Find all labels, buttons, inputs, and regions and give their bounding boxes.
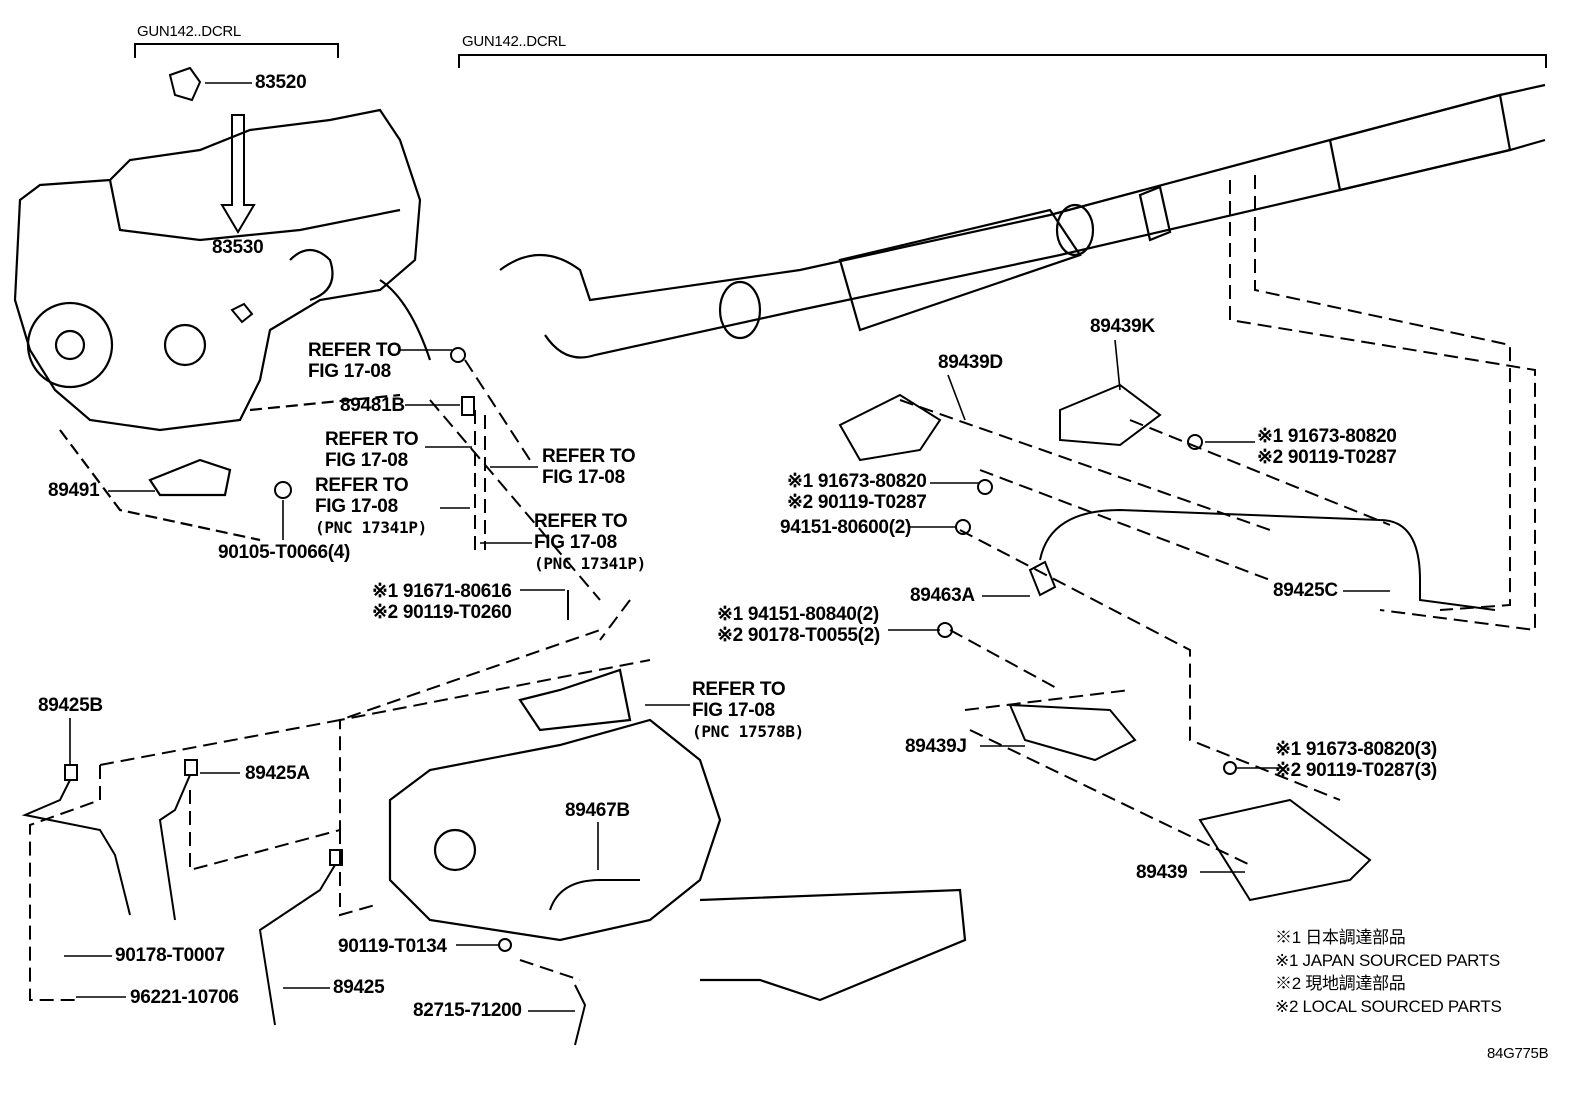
fig-text: FIG 17-08: [315, 496, 398, 517]
nut-94151-80600: [955, 519, 971, 535]
bracket-89439K: [1059, 383, 1162, 447]
label-90119-T0287-3: ※2 90119-T0287(3): [1275, 760, 1437, 781]
label-90105-T0066[interactable]: 90105-T0066(4): [218, 542, 351, 563]
left-model-header: GUN142..DCRL: [137, 23, 241, 40]
label-82715-71200[interactable]: 82715-71200: [413, 1000, 522, 1021]
sensor-89425B: [21, 764, 131, 916]
figure-id: 84G775B: [1487, 1045, 1549, 1062]
bolt-90119-T0134: [498, 938, 512, 952]
label-89439K[interactable]: 89439K: [1090, 316, 1155, 337]
fig-text: FIG 17-08: [692, 700, 775, 721]
label-89491[interactable]: 89491: [48, 480, 100, 501]
label-nut-group[interactable]: ※1 94151-80840(2)※2 90178-T0055(2): [717, 604, 880, 646]
pnc-text: (PNC 17578B): [692, 722, 804, 741]
bracket-89439D: [838, 393, 942, 462]
sensor-89467B: [549, 879, 640, 911]
label-96221-10706[interactable]: 96221-10706: [130, 987, 239, 1008]
part-82715-71200: [574, 984, 587, 1046]
label-89439J[interactable]: 89439J: [905, 736, 967, 757]
lower-engine-drawing: [388, 668, 967, 1002]
refer-to-text: REFER TO: [325, 429, 419, 450]
legend-item: ※1 日本調達部品: [1275, 928, 1406, 947]
left-model-bracket: [134, 43, 339, 58]
fig-text: FIG 17-08: [534, 532, 617, 553]
refer-to-text: REFER TO: [542, 446, 636, 467]
label-89467B[interactable]: 89467B: [565, 800, 630, 821]
label-89425A[interactable]: 89425A: [245, 763, 310, 784]
bracket-89439: [1198, 798, 1372, 902]
bolt-3: [1223, 761, 1237, 775]
label-90119-T0287: ※2 90119-T0287: [787, 492, 927, 513]
part-83520: [168, 66, 202, 102]
leader-lines: [64, 82, 1390, 1012]
bolt-refer-1: [450, 347, 466, 363]
label-90178-T0007[interactable]: 90178-T0007: [115, 945, 225, 966]
refer-to-text: REFER TO: [534, 511, 628, 532]
label-89439D[interactable]: 89439D: [938, 352, 1003, 373]
harness-89425C: [1039, 508, 1496, 611]
label-94151-80600[interactable]: 94151-80600(2): [780, 517, 912, 538]
label-bolt-d-group[interactable]: ※1 91673-80820※2 90119-T0287: [787, 471, 927, 513]
label-91671-80616: ※1 91671-80616: [372, 581, 512, 602]
label-91673-80820: ※1 91673-80820: [787, 471, 927, 492]
bolt-k: [1187, 434, 1203, 450]
part-89463A: [1028, 560, 1057, 597]
pnc-text: (PNC 17341P): [534, 554, 646, 573]
label-90119-T0260: ※2 90119-T0260: [372, 602, 512, 623]
label-90119-T0287: ※2 90119-T0287: [1257, 447, 1397, 468]
part-89481B: [461, 396, 475, 416]
label-90178-T0055: ※2 90178-T0055(2): [717, 625, 880, 646]
legend: ※1 日本調達部品 ※1 JAPAN SOURCED PARTS ※2 現地調達…: [1275, 926, 1502, 1018]
legend-item: ※1 JAPAN SOURCED PARTS: [1275, 951, 1500, 970]
label-89463A[interactable]: 89463A: [910, 585, 975, 606]
exhaust-pipe-upper: [499, 83, 1546, 359]
label-90119-T0134[interactable]: 90119-T0134: [338, 936, 447, 957]
refer-to-text: REFER TO: [315, 475, 409, 496]
label-89481B[interactable]: 89481B: [340, 395, 405, 416]
right-model-bracket: [458, 54, 1547, 68]
bracket-89439J: [1008, 703, 1137, 762]
label-bolt-k-group[interactable]: ※1 91673-80820※2 90119-T0287: [1257, 426, 1397, 468]
dashed-guides-left: [29, 359, 651, 1001]
label-83520[interactable]: 83520: [255, 72, 307, 93]
fig-text: FIG 17-08: [542, 467, 625, 488]
engine-drawing: [13, 108, 432, 542]
right-model-header: GUN142..DCRL: [462, 33, 566, 50]
nut-94151-80840: [937, 622, 953, 638]
down-arrow: [220, 114, 256, 234]
label-89439[interactable]: 89439: [1136, 862, 1188, 883]
label-91673-80820: ※1 91673-80820: [1257, 426, 1397, 447]
label-89425B[interactable]: 89425B: [38, 695, 103, 716]
part-83530: [230, 302, 254, 324]
fig-text: FIG 17-08: [308, 361, 391, 382]
sensor-89425: [258, 849, 343, 1026]
fig-text: FIG 17-08: [325, 450, 408, 471]
label-91673-80820-3: ※1 91673-80820(3): [1275, 739, 1437, 760]
label-89425[interactable]: 89425: [333, 977, 385, 998]
legend-item: ※2 LOCAL SOURCED PARTS: [1275, 997, 1502, 1016]
refer-to-text: REFER TO: [308, 340, 402, 361]
label-91671-group[interactable]: ※1 91671-80616※2 90119-T0260: [372, 581, 512, 623]
legend-item: ※2 現地調達部品: [1275, 974, 1406, 993]
refer-to-text: REFER TO: [692, 679, 786, 700]
label-83530[interactable]: 83530: [212, 237, 264, 258]
label-94151-80840: ※1 94151-80840(2): [717, 604, 879, 625]
bolt-90105: [274, 481, 292, 499]
dashed-guides-right: [899, 175, 1536, 866]
label-89425C[interactable]: 89425C: [1273, 580, 1338, 601]
pnc-text: (PNC 17341P): [315, 518, 427, 537]
sensor-89425A: [158, 759, 198, 921]
bolt-d: [977, 479, 993, 495]
label-bolt-3-group[interactable]: ※1 91673-80820(3)※2 90119-T0287(3): [1275, 739, 1437, 781]
